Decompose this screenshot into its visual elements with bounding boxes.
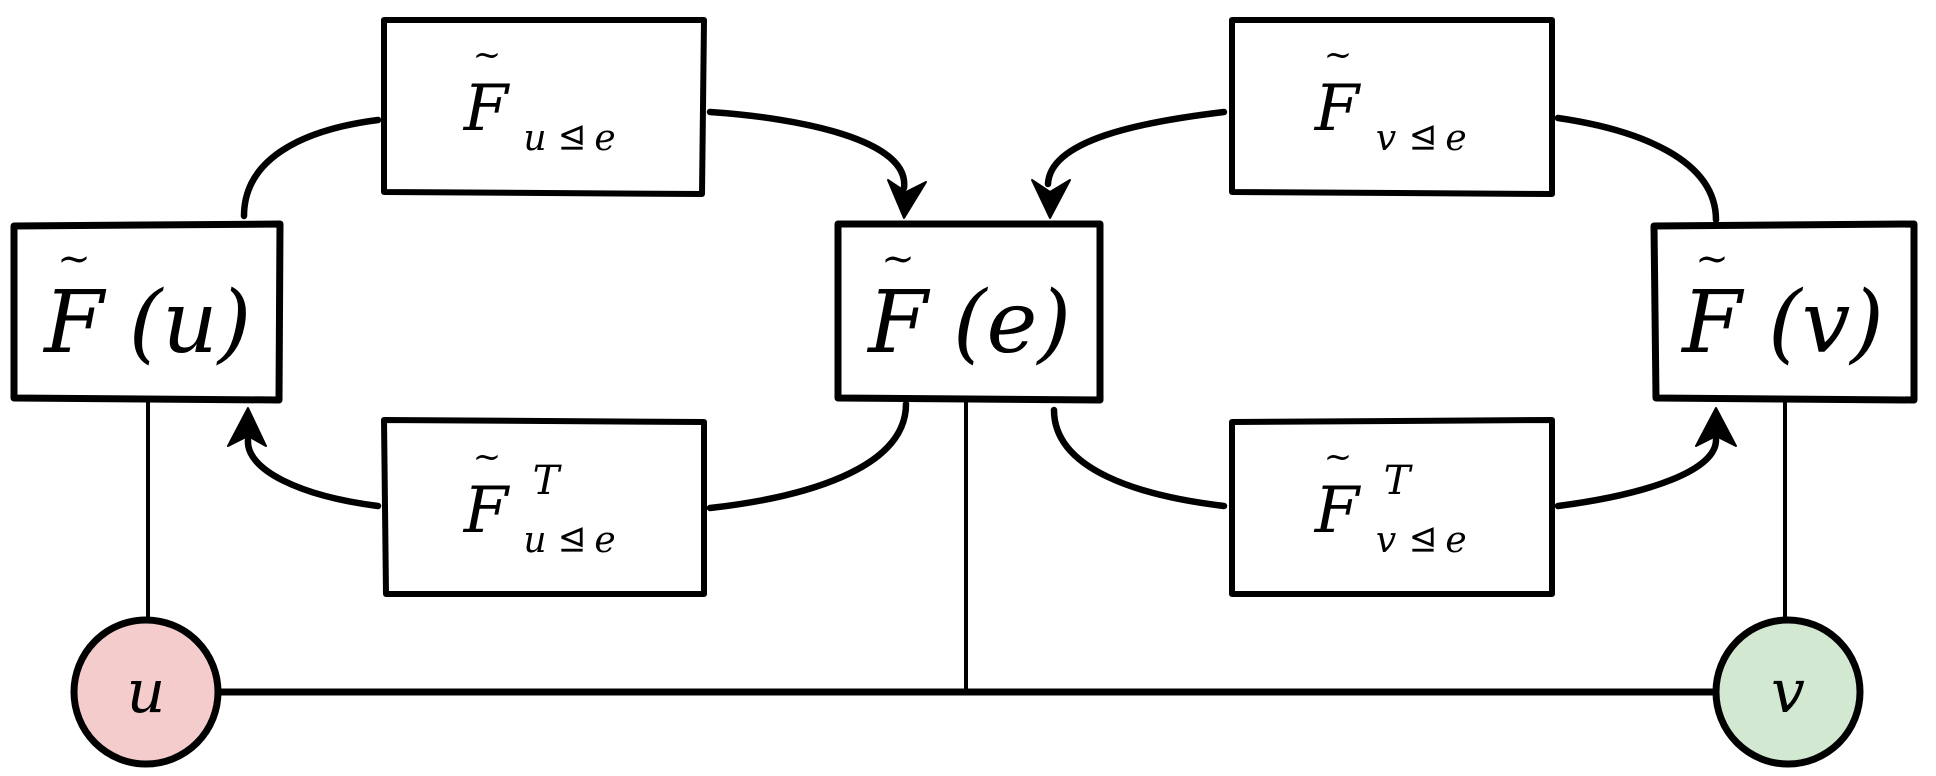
stalk-v: ~ F (v) <box>1650 220 1918 404</box>
map-u-e-sub-right: e <box>594 118 615 159</box>
map-u-e-sub-rel: ⊴ <box>558 117 587 157</box>
map-v-e-sub-right: e <box>1445 118 1466 159</box>
arrowhead-into-u <box>227 407 267 447</box>
stalk-e-arg: (e) <box>953 273 1071 373</box>
map-u-e-T-symbol: F <box>463 474 511 548</box>
arrowhead-into-e-left <box>887 179 927 219</box>
node-u-label: u <box>127 657 166 727</box>
stalk-u-arg: (u) <box>129 273 252 373</box>
map-v-e-T-tilde: ~ <box>1324 437 1353 477</box>
stalk-v-arg: (v) <box>1768 273 1884 373</box>
map-v-e-T-symbol: F <box>1314 474 1362 548</box>
map-v-e-T-sub-right: e <box>1445 520 1466 561</box>
stalk-e-tilde: ~ <box>881 236 915 282</box>
map-u-e-tilde: ~ <box>473 35 502 75</box>
map-e-to-v-transpose: ~ F T v ⊴ e <box>1229 417 1555 597</box>
curve-map-v-e-to-e-stalk <box>1044 108 1228 188</box>
map-u-to-e: ~ F u ⊴ e <box>381 17 707 197</box>
node-v-label: v <box>1771 657 1805 727</box>
curve-v-stalk-to-map-v-e <box>1554 114 1720 224</box>
stalk-v-symbol: F <box>1680 273 1745 373</box>
arrowhead-into-e-right <box>1031 179 1071 219</box>
map-v-e-T-sub-rel: ⊴ <box>1409 519 1438 559</box>
map-v-e-symbol: F <box>1314 72 1362 146</box>
curve-map-u-e-T-to-u-stalk <box>244 436 382 510</box>
curve-e-stalk-to-map-u-e-T <box>706 400 910 512</box>
map-u-e-T-tilde: ~ <box>473 437 502 477</box>
node-u: u <box>70 616 222 768</box>
stalk-e: ~ F (e) <box>834 220 1104 404</box>
stalk-v-tilde: ~ <box>1695 236 1729 282</box>
map-v-e-T-sub-left: v <box>1376 520 1396 561</box>
stalk-e-symbol: F <box>866 273 931 373</box>
curve-map-u-e-to-e-stalk <box>706 108 908 192</box>
map-e-to-u-transpose: ~ F T u ⊴ e <box>381 417 707 597</box>
arrowhead-into-v <box>1695 407 1737 447</box>
stalk-u: ~ F (u) <box>10 220 284 404</box>
stalk-u-symbol: F <box>42 273 107 373</box>
map-v-e-T-sup: T <box>1384 458 1414 504</box>
map-u-e-symbol: F <box>463 72 511 146</box>
map-u-e-T-sup: T <box>533 458 563 504</box>
map-u-e-T-sub-right: e <box>594 520 615 561</box>
map-u-e-T-sub-left: u <box>523 520 546 561</box>
map-v-e-sub-rel: ⊴ <box>1409 117 1438 157</box>
map-u-e-T-sub-rel: ⊴ <box>558 519 587 559</box>
curve-map-v-e-T-to-v-stalk <box>1554 436 1720 510</box>
map-v-e-sub-left: v <box>1376 118 1396 159</box>
node-v: v <box>1712 616 1864 768</box>
map-v-e-tilde: ~ <box>1324 35 1353 75</box>
curve-u-stalk-to-map-u-e <box>240 116 382 220</box>
curve-e-stalk-to-map-v-e-T <box>1050 406 1228 510</box>
map-v-to-e: ~ F v ⊴ e <box>1229 17 1555 197</box>
map-u-e-sub-left: u <box>523 118 546 159</box>
stalk-u-tilde: ~ <box>57 236 91 282</box>
